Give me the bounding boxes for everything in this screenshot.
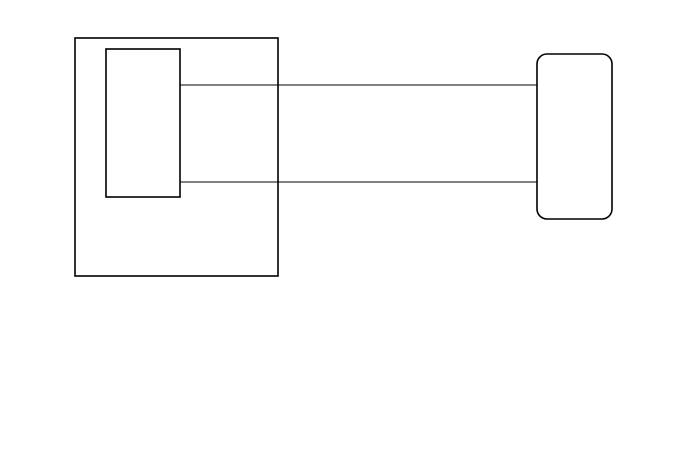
rounded-box xyxy=(536,53,613,220)
inner-box xyxy=(105,48,181,198)
